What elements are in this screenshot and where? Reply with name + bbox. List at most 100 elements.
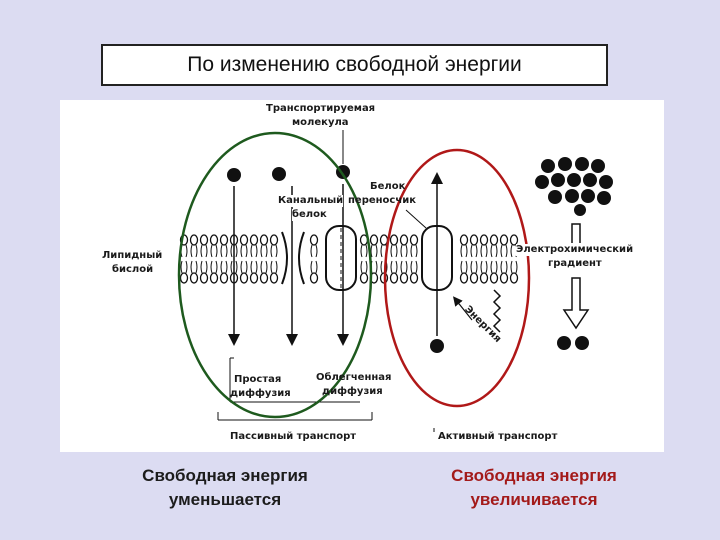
caption-energy-increases: Свободная энергия увеличивается — [404, 464, 664, 512]
lipid-head — [499, 234, 509, 246]
facilitated-diffusion-label: диффузия — [322, 386, 383, 397]
lipid-head — [209, 234, 219, 246]
lipid-head — [389, 234, 399, 246]
diagram-svg — [177, 130, 613, 432]
lipid-head — [409, 272, 419, 284]
lipid-tail — [460, 260, 468, 274]
lipid-tail — [400, 244, 408, 258]
lipid-head — [509, 272, 519, 284]
electrochemical-gradient-label: градиент — [548, 258, 602, 269]
lipid-head — [409, 234, 419, 246]
lipid-tail — [220, 244, 228, 258]
lipid-head — [509, 234, 519, 246]
lipid-tail — [480, 260, 488, 274]
lipid-head — [389, 272, 399, 284]
lipid-head — [259, 234, 269, 246]
lipid-tail — [410, 244, 418, 258]
lipid-tail — [230, 244, 238, 258]
high-concentration-cluster — [535, 157, 613, 216]
lipid-tail — [230, 260, 238, 274]
facilitated-diffusion-label: Облегченная — [316, 372, 392, 383]
lipid-tail — [260, 244, 268, 258]
lipid-head — [209, 272, 219, 284]
caption-energy-decreases: Свободная энергия уменьшается — [95, 464, 355, 512]
lipid-head — [469, 234, 479, 246]
lipid-tail — [400, 260, 408, 274]
lipid-head — [269, 272, 279, 284]
lipid-head — [239, 272, 249, 284]
lipid-tail — [490, 244, 498, 258]
low-concentration-cluster — [557, 336, 589, 350]
membrane-transport-diagram: Транспортируемая молекула Белок переносч… — [60, 100, 664, 452]
lipid-tail — [190, 244, 198, 258]
lipid-tail — [210, 244, 218, 258]
molecule — [430, 339, 444, 353]
lipid-head — [489, 272, 499, 284]
molecule — [272, 167, 286, 181]
lipid-tail — [270, 244, 278, 258]
lipid-head — [219, 272, 229, 284]
lipid-tail — [310, 260, 318, 274]
simple-diffusion-label: диффузия — [230, 388, 291, 399]
lipid-head — [369, 234, 379, 246]
passive-transport-label: Пассивный транспорт — [230, 431, 357, 442]
electrochemical-gradient-label: Электрохимический — [516, 244, 634, 256]
lipid-bilayer-label: Липидный — [102, 250, 163, 262]
lipid-tail — [460, 244, 468, 258]
lipid-tail — [250, 260, 258, 274]
lipid-tail — [200, 244, 208, 258]
lipid-tail — [240, 260, 248, 274]
lipid-head — [489, 234, 499, 246]
passive-transport-ellipse — [177, 131, 373, 419]
carrier-protein-label: Белок — [370, 181, 406, 192]
lipid-head — [309, 234, 319, 246]
lipid-tail — [390, 244, 398, 258]
lipid-tail — [490, 260, 498, 274]
lipid-tail — [210, 260, 218, 274]
caption-line: увеличивается — [470, 490, 598, 509]
channel-protein — [281, 231, 305, 285]
lipid-head — [309, 272, 319, 284]
lipid-tail — [500, 244, 508, 258]
lipid-tail — [260, 260, 268, 274]
lipid-tail — [360, 244, 368, 258]
lipid-head — [199, 234, 209, 246]
lipid-head — [399, 272, 409, 284]
lipid-head — [189, 234, 199, 246]
lipid-tail — [220, 260, 228, 274]
lipid-tail — [360, 260, 368, 274]
transported-molecule-label: Транспортируемая — [266, 103, 376, 114]
lipid-head — [499, 272, 509, 284]
active-transport-label: Активный транспорт — [438, 431, 558, 442]
lipid-head — [249, 272, 259, 284]
lipid-head — [269, 234, 279, 246]
lipid-tail — [200, 260, 208, 274]
lipid-tail — [270, 260, 278, 274]
lipid-head — [249, 234, 259, 246]
channel-protein-label: Канальный — [278, 195, 344, 207]
lipid-head — [459, 272, 469, 284]
lipid-head — [219, 234, 229, 246]
slide-title: По изменению свободной энергии — [101, 44, 608, 86]
lipid-head — [459, 234, 469, 246]
simple-diffusion-label: Простая — [234, 374, 282, 385]
active-transport-ellipse — [383, 148, 531, 408]
lipid-tail — [180, 260, 188, 274]
transported-molecule-label: молекула — [292, 117, 349, 128]
lipid-tail — [370, 244, 378, 258]
lipid-tail — [410, 260, 418, 274]
lipid-head — [179, 272, 189, 284]
lipid-tail — [510, 260, 518, 274]
molecule — [227, 168, 241, 182]
lipid-head — [479, 272, 489, 284]
lipid-tail — [500, 260, 508, 274]
lipid-tail — [470, 244, 478, 258]
lipid-tail — [190, 260, 198, 274]
lipid-head — [359, 272, 369, 284]
lipid-head — [189, 272, 199, 284]
lipid-tail — [390, 260, 398, 274]
carrier-protein-label: переносчик — [348, 195, 416, 206]
lipid-head — [199, 272, 209, 284]
lipid-head — [259, 272, 269, 284]
caption-line: Свободная энергия — [142, 466, 308, 485]
